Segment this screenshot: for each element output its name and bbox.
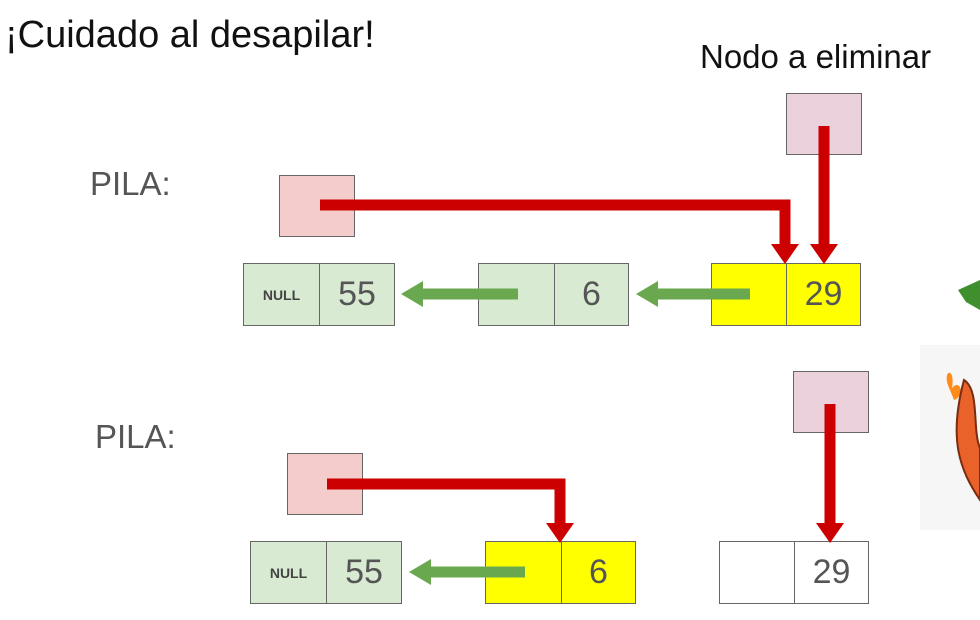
stack-label-1: PILA: xyxy=(90,165,171,202)
delete-node-pointer-2 xyxy=(793,371,869,433)
top-pointer-arrow-1 xyxy=(320,199,791,246)
link-arrowhead-2 xyxy=(636,281,658,307)
delete-node-caption: Nodo a eliminar xyxy=(700,38,932,75)
slide-title: ¡Cuidado al desapilar! xyxy=(5,14,375,56)
top-pointer-arrow-2 xyxy=(327,478,566,525)
node-6-value-cell: 6 xyxy=(554,263,629,326)
node-29-value-cell-2: 29 xyxy=(794,541,869,604)
delete-pointer-arrowhead-1 xyxy=(810,244,838,264)
link-arrowhead-1 xyxy=(401,281,423,307)
link-arrowhead-3 xyxy=(409,559,431,585)
node-6-value-cell-2: 6 xyxy=(561,541,636,604)
stack-label-2: PILA: xyxy=(95,418,176,455)
top-pointer-arrowhead-1 xyxy=(771,244,799,264)
node-55-next-cell: NULL xyxy=(243,263,320,326)
node-55-value-cell-2: 55 xyxy=(326,541,402,604)
node-29-value-cell: 29 xyxy=(786,263,861,326)
delete-pointer-arrowhead-2 xyxy=(816,523,844,543)
top-pointer-arrowhead-2 xyxy=(546,523,574,543)
warning-illustration xyxy=(920,280,980,530)
node-55-value-cell: 55 xyxy=(319,263,395,326)
